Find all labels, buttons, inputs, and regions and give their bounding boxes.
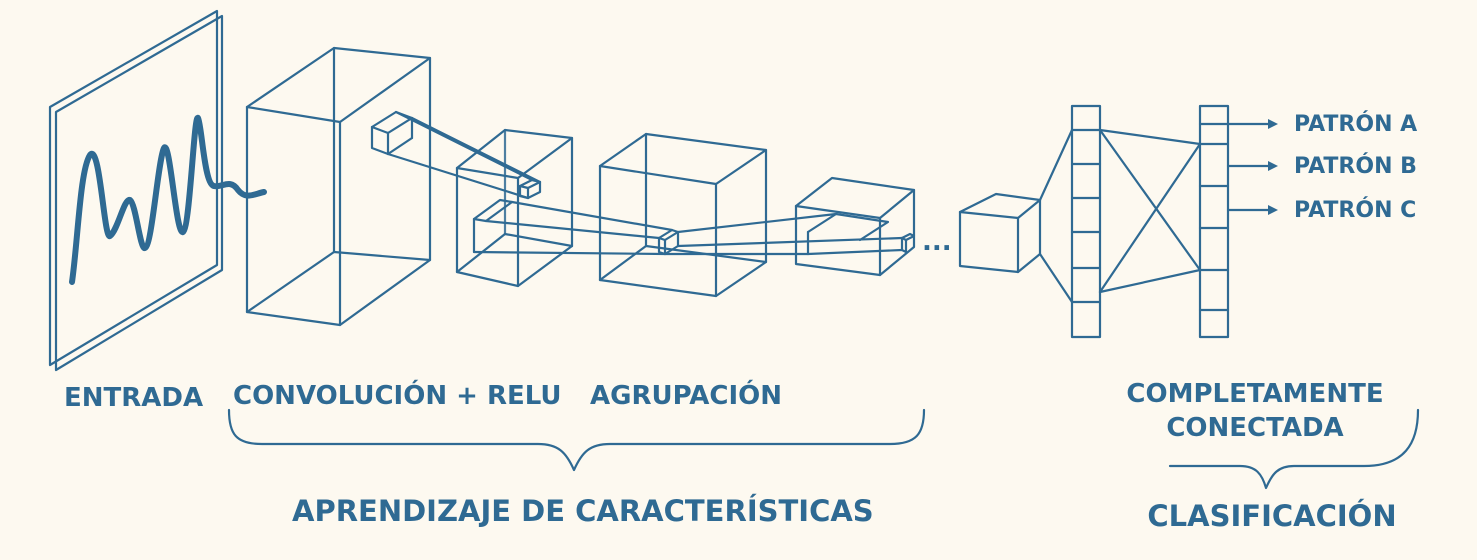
label-classification: CLASIFICACIÓN — [1147, 499, 1396, 533]
input-panel — [48, 9, 267, 372]
fc-connections — [1098, 128, 1202, 294]
label-conv: CONVOLUCIÓN + RELU — [233, 379, 562, 411]
ellipsis: ... — [922, 227, 952, 257]
conv-block-1 — [245, 46, 432, 327]
label-fc-line2: CONECTADA — [1166, 413, 1343, 443]
label-feature-learning: APRENDIZAJE DE CARACTERÍSTICAS — [292, 494, 874, 528]
label-pool: AGRUPACIÓN — [590, 379, 782, 411]
classification-brace — [1168, 408, 1420, 490]
pool-block — [598, 132, 768, 298]
input-panel-front — [54, 14, 224, 372]
fc-column-1 — [1070, 104, 1102, 339]
output-label-a: PATRÓN A — [1294, 111, 1417, 137]
label-input: ENTRADA — [64, 383, 203, 413]
connection-lines — [386, 110, 904, 256]
fc-column-2 — [1198, 104, 1230, 339]
output-arrows — [1226, 119, 1278, 215]
input-waveform — [69, 114, 267, 285]
input-panel-back — [48, 9, 219, 367]
feature-learning-brace — [227, 408, 926, 472]
output-label-b: PATRÓN B — [1294, 153, 1417, 179]
flatten-cube — [958, 192, 1042, 274]
flatten-to-fc-lines — [1038, 128, 1074, 304]
conv-block-2 — [455, 128, 574, 288]
output-label-c: PATRÓN C — [1294, 197, 1416, 223]
label-fc-line1: COMPLETAMENTE — [1126, 379, 1383, 409]
conv-block-3 — [794, 176, 916, 277]
